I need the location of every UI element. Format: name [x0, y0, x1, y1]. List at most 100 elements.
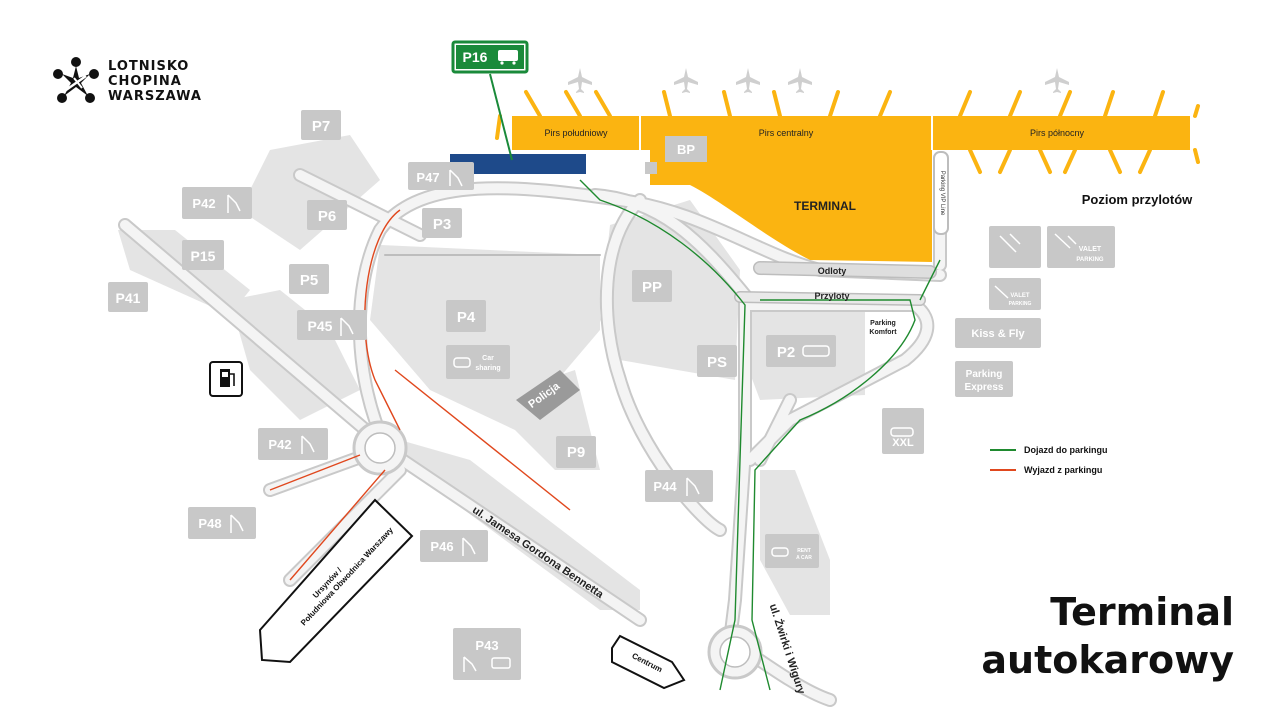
- rent-a-car-box: [765, 534, 819, 568]
- svg-text:P42: P42: [192, 196, 215, 211]
- parking-p-icon: [227, 194, 241, 213]
- parking-p45: [297, 310, 367, 340]
- brand-logo: LOTNISKO CHOPINA WARSZAWA: [52, 56, 202, 106]
- parking-xxl: [882, 408, 924, 454]
- svg-text:sharing: sharing: [475, 365, 500, 372]
- plane-icons: [568, 68, 1069, 93]
- p16-label: P16: [463, 49, 488, 65]
- legend-exit: Wyjazd z parkingu: [990, 460, 1108, 480]
- exit-routes: [269, 209, 571, 581]
- coach-terminal-highlight: [450, 154, 586, 174]
- exit-arrow-icon: [990, 469, 1016, 471]
- parking-p42-top: [182, 187, 252, 219]
- svg-text:Przyloty: Przyloty: [814, 291, 849, 301]
- parking-p4: [446, 300, 486, 332]
- parking-p46: [420, 530, 488, 562]
- parking-p44: [645, 470, 713, 502]
- svg-text:Pirs północny: Pirs północny: [1030, 128, 1085, 138]
- bp-box: [665, 136, 707, 162]
- svg-text:Pirs południowy: Pirs południowy: [544, 128, 608, 138]
- parking-p-icon: [230, 514, 244, 533]
- parking-labels: P7 P47 P42 P6 P3 P15 P5 P41 P45 P4 Car s…: [116, 118, 1104, 653]
- title-line-2: autokarowy: [981, 638, 1234, 682]
- plane-icon: [674, 68, 698, 93]
- parking-p9: [556, 436, 596, 468]
- svg-text:BP: BP: [677, 142, 695, 157]
- valet-key-icon: [999, 233, 1021, 253]
- plane-icon: [788, 68, 812, 93]
- parking-p-icon: [340, 317, 354, 336]
- svg-text:RENT: RENT: [797, 548, 811, 554]
- valet-box-1: [989, 226, 1041, 268]
- car-icon: [890, 427, 914, 437]
- svg-text:P3: P3: [433, 216, 451, 233]
- svg-text:PARKING: PARKING: [1076, 257, 1104, 263]
- car-sharing: [446, 345, 510, 379]
- valet-box-2: [1047, 226, 1115, 268]
- parking-p15: [182, 240, 224, 270]
- parking-boxes: [108, 110, 1115, 680]
- parking-p43: [453, 628, 521, 680]
- svg-text:P5: P5: [300, 272, 318, 289]
- svg-text:PARKING: PARKING: [1009, 301, 1032, 307]
- parking-p-icon: [462, 537, 476, 556]
- svg-text:Komfort: Komfort: [869, 329, 897, 336]
- brand-line-2: CHOPINA: [108, 73, 182, 89]
- svg-text:PS: PS: [707, 354, 727, 371]
- svg-text:TERMINAL: TERMINAL: [794, 199, 856, 213]
- parking-p7: [301, 110, 341, 140]
- svg-text:P6: P6: [318, 208, 336, 225]
- parking-ps: [697, 345, 737, 377]
- parking-pp: [632, 270, 672, 302]
- parking-p47: [408, 162, 474, 190]
- parking-p6: [307, 200, 347, 230]
- svg-text:Poziom przylotów: Poziom przylotów: [1082, 192, 1193, 207]
- valet-key-icon: [994, 285, 1009, 299]
- svg-text:P9: P9: [567, 444, 585, 461]
- parking-p3: [422, 208, 462, 238]
- svg-text:Parking: Parking: [870, 320, 896, 327]
- plane-icon: [568, 68, 592, 93]
- parking-p-icon: [301, 435, 315, 454]
- svg-text:VALET: VALET: [1079, 246, 1102, 253]
- svg-text:Parking: Parking: [966, 369, 1003, 380]
- legend-entry: Dojazd do parkingu: [990, 440, 1108, 460]
- police-box: [516, 370, 580, 420]
- svg-text:P41: P41: [116, 290, 141, 306]
- entry-routes: [579, 179, 941, 691]
- svg-text:XXL: XXL: [892, 437, 914, 449]
- parking-p-icon: [449, 169, 463, 187]
- svg-text:P43: P43: [475, 638, 498, 653]
- centrum-direction-sign: Centrum: [611, 634, 686, 690]
- parking-p-icon: [463, 656, 477, 672]
- box-icons: [227, 169, 1077, 672]
- terminal-labels: Pirs południowy Pirs centralny Pirs półn…: [544, 128, 1193, 216]
- legend-entry-label: Dojazd do parkingu: [1024, 445, 1108, 455]
- vip-lane: [933, 151, 949, 235]
- svg-text:P46: P46: [430, 539, 453, 554]
- car-icon: [453, 357, 471, 368]
- svg-text:P48: P48: [198, 516, 221, 531]
- p16-bus-stop[interactable]: P16: [451, 40, 529, 161]
- svg-text:Parking VIP Line: Parking VIP Line: [939, 171, 945, 216]
- svg-text:P15: P15: [191, 248, 216, 264]
- terminal-building: [450, 90, 1200, 262]
- car-icon: [771, 547, 789, 557]
- svg-text:P2: P2: [777, 344, 795, 361]
- valet-key-icon: [1054, 233, 1077, 249]
- parking-p42-bottom: [258, 428, 328, 460]
- plane-icon: [1045, 68, 1069, 93]
- parking-express-box: [955, 361, 1013, 397]
- parking-p48: [188, 507, 256, 539]
- bus-icon: [498, 50, 518, 65]
- svg-text:P44: P44: [653, 479, 677, 494]
- airport-star-icon: [53, 57, 99, 103]
- svg-text:VALET: VALET: [1010, 293, 1030, 299]
- svg-text:Pirs centralny: Pirs centralny: [759, 128, 814, 138]
- brand-line-3: WARSZAWA: [108, 88, 202, 104]
- parking-p5: [289, 264, 329, 294]
- legend-exit-label: Wyjazd z parkingu: [1024, 465, 1103, 475]
- page-title: Terminal autokarowy: [981, 588, 1234, 684]
- brand-line-1: LOTNISKO: [108, 58, 190, 74]
